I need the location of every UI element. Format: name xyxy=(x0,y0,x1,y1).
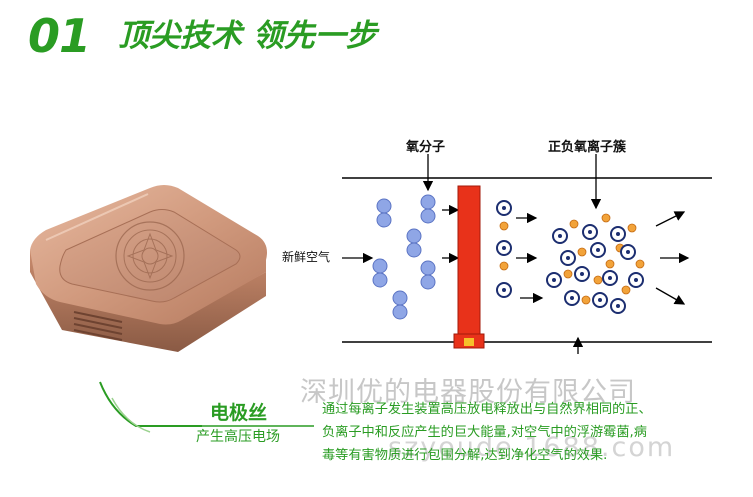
feature-description-line: 负离子中和反应产生的巨大能量,对空气中的浮游霉菌,病 xyxy=(322,425,647,440)
section-number: 01 xyxy=(28,9,91,63)
ion-column xyxy=(496,200,512,298)
label-fresh-air: 新鲜空气 xyxy=(282,250,331,264)
watermark-company: 深圳优的电器股份有限公司 xyxy=(300,377,636,408)
label-ion-cluster: 正负氧离子簇 xyxy=(548,140,627,155)
ion-cluster xyxy=(546,213,645,314)
feature-description-line: 毒等有害物质进行包围分解,达到净化空气的效果. xyxy=(322,448,608,463)
air-purifier-device-image xyxy=(30,185,267,352)
oxygen-molecules xyxy=(372,194,436,320)
label-oxygen-molecule: 氧分子 xyxy=(406,140,446,155)
feature-description-line: 通过每离子发生装置高压放电释放出与自然界相同的正、 xyxy=(322,402,652,417)
electrode-wire xyxy=(457,185,481,337)
watermark-site: szyoude.1688.com xyxy=(388,432,676,463)
feature-subtitle: 产生高压电场 xyxy=(196,429,280,445)
feature-title: 电极丝 xyxy=(210,402,268,424)
section-title: 顶尖技术 领先一步 xyxy=(118,18,377,54)
ionization-diagram xyxy=(342,154,712,354)
decorative-green-lines xyxy=(99,381,314,433)
